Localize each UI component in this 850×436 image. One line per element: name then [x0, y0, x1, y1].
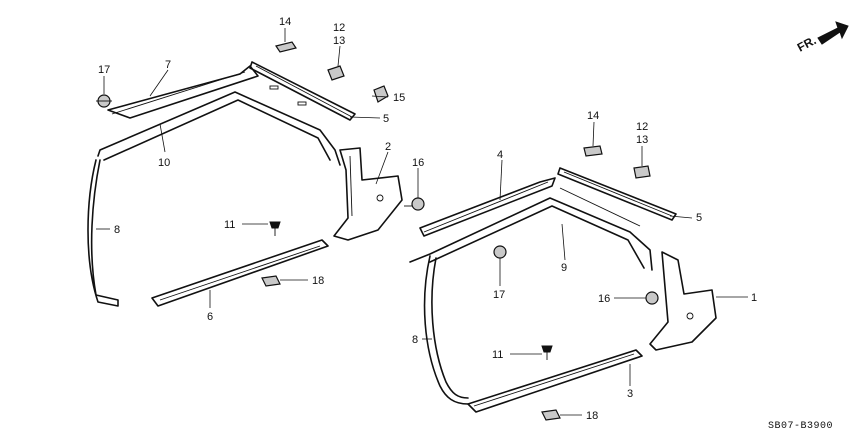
part-16-bolt-left	[404, 197, 425, 211]
callout-10: 10	[158, 157, 170, 169]
callout-labels: 14 12 13 17 7 15 5 10 2 16 8 11 18 6 4 1…	[98, 16, 757, 422]
callout-3: 3	[627, 388, 633, 400]
part-4-roof-molding	[419, 177, 556, 237]
callout-16-left: 16	[412, 157, 424, 169]
part-1-pillar-garnish	[649, 251, 717, 351]
part-11-screw-left	[269, 221, 281, 236]
part-17-clip-left	[96, 94, 112, 108]
part-14-clip-left	[275, 41, 297, 53]
callout-13-right: 13	[636, 134, 648, 146]
part-5-drip-molding-left	[249, 61, 356, 121]
part-15-clip	[373, 85, 389, 103]
front-direction-arrow: FR.	[795, 21, 849, 55]
part-8-pillar-weatherstrip-right	[423, 255, 469, 405]
callout-8-left: 8	[114, 224, 120, 236]
callout-16-right: 16	[598, 293, 610, 305]
callout-14-right: 14	[587, 110, 599, 122]
callout-4: 4	[497, 149, 503, 161]
callout-15: 15	[393, 92, 405, 104]
callout-17-left: 17	[98, 64, 110, 76]
part-5-drip-molding-right	[557, 167, 677, 221]
callout-6: 6	[207, 311, 213, 323]
callout-7: 7	[165, 59, 171, 71]
part-7-roof-molding	[107, 65, 259, 119]
leader-lines	[96, 28, 748, 416]
part-14-clip-right	[583, 145, 603, 157]
callout-13-left: 13	[333, 35, 345, 47]
part-16-bolt-right	[645, 291, 659, 305]
callout-12-right: 12	[636, 121, 648, 133]
part-2-pillar-garnish	[333, 147, 403, 241]
part-10-opening-weatherstrip	[97, 91, 341, 166]
part-9-opening-weatherstrip	[409, 187, 653, 271]
callout-8-right: 8	[412, 334, 418, 346]
part-17-clip-right	[493, 245, 507, 259]
part-11-screw-right	[541, 345, 553, 360]
callout-18-left: 18	[312, 275, 324, 287]
callout-5-right: 5	[696, 212, 702, 224]
part-12-13-clip-right	[633, 165, 651, 179]
part-8-pillar-weatherstrip-left	[87, 159, 119, 307]
callout-2: 2	[385, 141, 391, 153]
part-3-sill-plate	[467, 349, 643, 413]
callout-18-right: 18	[586, 410, 598, 422]
callout-14-left: 14	[279, 16, 291, 28]
callout-11-right: 11	[492, 349, 503, 361]
diagram-code: SB07-B3900	[768, 421, 833, 432]
part-18-nut-left	[261, 275, 281, 287]
callout-9: 9	[561, 262, 567, 274]
callout-5-left: 5	[383, 113, 389, 125]
part-12-13-clip-left	[327, 65, 345, 81]
callout-11-left: 11	[224, 219, 235, 231]
part-18-nut-right	[541, 409, 561, 421]
callout-12-left: 12	[333, 22, 345, 34]
callout-1: 1	[751, 292, 757, 304]
direction-label: FR.	[795, 33, 819, 54]
callout-17-right: 17	[493, 289, 505, 301]
part-6-sill-plate	[151, 239, 329, 307]
